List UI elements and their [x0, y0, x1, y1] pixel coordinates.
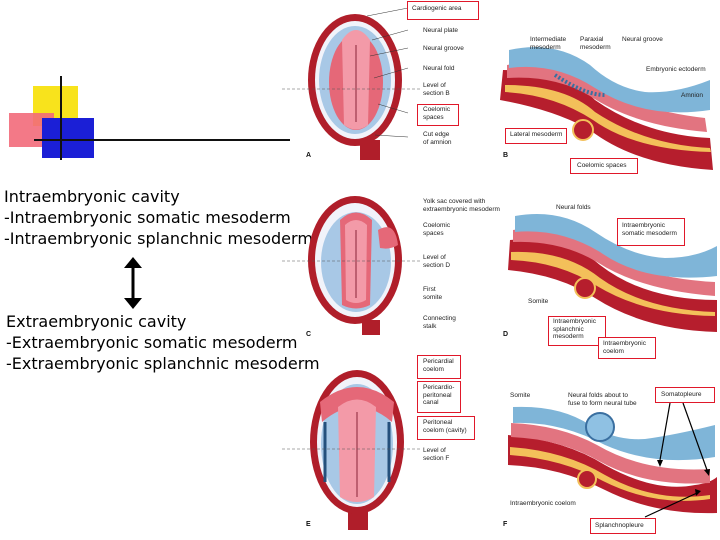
coelomic-spaces-label-a: Coelomic spaces — [423, 106, 451, 121]
peritoneal-coelom-box — [417, 416, 475, 440]
section-line-a — [282, 88, 422, 90]
cut-edge-label: Cut edge of amnion — [423, 131, 452, 146]
intraembryonic-somatic-label: Intraembryonic somatic mesoderm — [622, 222, 677, 237]
pericardio-peritoneal-label: Pericardio- peritoneal canal — [423, 384, 455, 406]
paraxial-mesoderm-label: Paraxial mesoderm — [580, 36, 611, 51]
coelomic-spaces-box-a — [417, 104, 459, 126]
intraembryonic-somatic-box — [617, 218, 685, 246]
coelomic-spaces-box-b — [570, 158, 638, 174]
amnion-label: Amnion — [681, 92, 704, 99]
panel-letter-a: A — [306, 152, 312, 159]
first-somite-label: First somite — [423, 286, 443, 301]
pericardio-peritoneal-box — [417, 381, 461, 413]
embryo-illustration-c — [308, 196, 402, 335]
coelomic-spaces-label-b: Coelomic spaces — [577, 162, 627, 169]
neural-folds-label-d: Neural folds — [556, 204, 591, 211]
level-section-b-label: Level of section B — [423, 82, 450, 97]
peritoneal-coelom-label: Peritoneal coelom (cavity) — [423, 419, 467, 434]
intraembryonic-splanchnic-box — [548, 316, 606, 346]
neural-groove-label: Neural groove — [423, 45, 464, 52]
somite-label-f: Somite — [510, 392, 531, 399]
intermediate-mesoderm-label: Intermediate mesoderm — [530, 36, 567, 51]
embryo-illustration-a — [308, 14, 402, 160]
panel-letter-d: D — [503, 331, 509, 338]
leader-lines-a — [366, 7, 409, 138]
cardiogenic-area-box — [407, 1, 479, 20]
intraembryonic-coelom-box-d — [598, 337, 656, 359]
embryo-illustration-e — [310, 370, 404, 530]
panel-letter-c: C — [306, 331, 312, 338]
decorative-logo — [0, 0, 290, 170]
connecting-stalk-label: Connecting stalk — [423, 315, 456, 330]
level-section-d-label: Level of section D — [423, 254, 451, 269]
embryonic-ectoderm-label: Embryonic ectoderm — [646, 66, 706, 73]
splanchnopleure-box — [590, 518, 656, 534]
section-line-e — [282, 448, 422, 450]
extraembryonic-somatic-text: -Extraembryonic somatic mesoderm — [6, 333, 298, 352]
pericardial-coelom-label: Pericardial coelom — [423, 358, 454, 373]
neural-plate-label: Neural plate — [423, 27, 459, 34]
lateral-mesoderm-label: Lateral mesoderm — [510, 131, 563, 138]
neural-groove-label-b: Neural groove — [622, 36, 663, 43]
intraembryonic-coelom-label-f: Intraembryonic coelom — [510, 500, 576, 507]
coelomic-spaces-label-c: Coelomic spaces — [423, 222, 451, 237]
panel-letter-b: B — [503, 152, 509, 159]
section-line-c — [282, 260, 422, 262]
intraembryonic-splanchnic-text: -Intraembryonic splanchnic mesoderm — [4, 229, 313, 248]
neural-folds-fuse-label: Neural folds about to fuse to form neura… — [568, 392, 637, 407]
somite-label-d: Somite — [528, 298, 549, 305]
intraembryonic-coelom-label-d: Intraembryonic coelom — [603, 340, 646, 355]
cross-section-illustration-b — [500, 47, 713, 170]
somatopleure-label: Somatopleure — [661, 391, 702, 398]
extraembryonic-splanchnic-text: -Extraembryonic splanchnic mesoderm — [6, 354, 320, 373]
cardiogenic-area-label: Cardiogenic area — [412, 5, 462, 12]
somatopleure-box — [655, 387, 715, 403]
panel-letter-e: E — [306, 521, 311, 528]
intraembryonic-splanchnic-label: Intraembryonic splanchnic mesoderm — [553, 318, 596, 340]
intraembryonic-somatic-text: -Intraembryonic somatic mesoderm — [4, 208, 291, 227]
pericardial-coelom-box — [417, 355, 461, 379]
cross-section-illustration-f — [508, 402, 717, 518]
yolk-sac-label: Yolk sac covered with extraembryonic mes… — [423, 198, 500, 213]
level-section-f-label: Level of section F — [423, 447, 450, 462]
lateral-mesoderm-box — [505, 128, 567, 144]
panel-letter-f: F — [503, 521, 508, 528]
neural-fold-label: Neural fold — [423, 65, 455, 72]
double-arrow-icon — [124, 257, 142, 309]
intraembryonic-cavity-title: Intraembryonic cavity — [4, 187, 180, 206]
extraembryonic-cavity-title: Extraembryonic cavity — [6, 312, 187, 331]
splanchnopleure-label: Splanchnopleure — [595, 522, 644, 529]
cross-section-illustration-d — [508, 214, 717, 332]
